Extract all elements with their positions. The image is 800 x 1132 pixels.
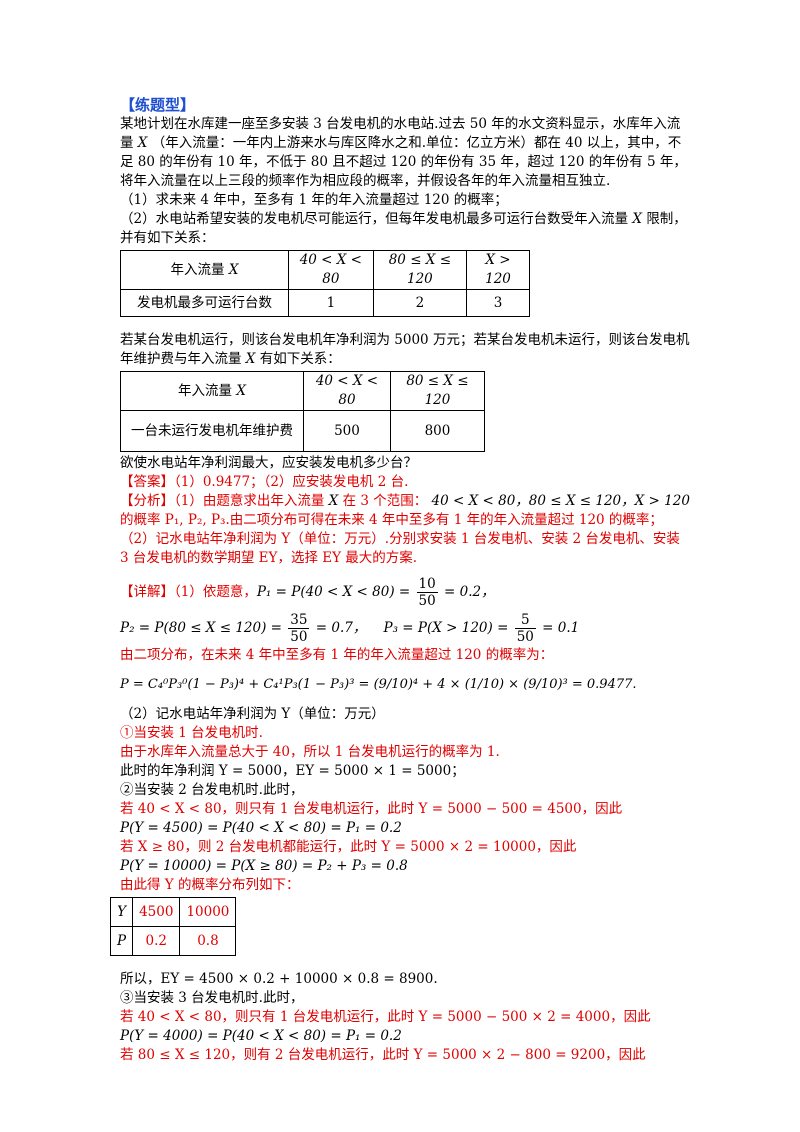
analysis-line-3: （2）记水电站年净利润为 Y（单位：万元）.分别求安装 1 台发电机、安装 2 …: [120, 531, 680, 566]
case-2-line-1: 若 40 < X < 80，则只有 1 台发电机运行，此时 Y = 5000 −…: [120, 801, 623, 817]
analysis-line-2: 的概率 P₁, P₂, P₃.由二项分布可得在未来 4 年中至多有 1 年的年入…: [120, 512, 663, 528]
var-x: X: [236, 382, 246, 399]
case-1-line-1: 由于水库年入流量总大于 40，所以 1 台发电机运行的概率为 1.: [120, 744, 500, 760]
fraction-denominator: 50: [516, 629, 534, 645]
p3-expression: P₃ = P(X > 120) =: [383, 620, 509, 636]
analysis-text: （1）由题意求出年入流量: [174, 493, 325, 509]
problem-intro-text: 某地计划在水库建一座至多安装 3 台发电机的水电站.过去 50 年的水文资料显示…: [120, 116, 681, 151]
count-cell: 1: [288, 289, 374, 317]
var-x: X: [245, 351, 256, 367]
final-question: 欲使水电站年净利润最大，应安装发电机多少台？: [120, 455, 417, 471]
problem-intro-text-2: （年入流量：一年内上游来水与库区降水之和.单位：亿立方米）都在 40 以上，其中…: [120, 135, 687, 189]
p2-expression: P₂ = P(80 ≤ X ≤ 120) =: [120, 620, 282, 636]
analysis-label: 【分析】: [120, 493, 174, 509]
case-1-title: ①当安装 1 台发电机时.: [120, 725, 263, 741]
var-x: X: [328, 493, 339, 509]
table-label: 发电机最多可运行台数: [120, 289, 289, 317]
profit-condition: 若某台发电机运行，则该台发电机年净利润为 5000 万元；若某台发电机未运行，则…: [120, 331, 690, 369]
question-2-text: （2）水电站希望安装的发电机尽可能运行，但每年发电机最多可运行台数受年入流量: [120, 211, 629, 227]
profit-condition-text: 若某台发电机运行，则该台发电机年净利润为 5000 万元；若某台发电机未运行，则…: [120, 332, 690, 367]
answer-line: 【答案】（1）0.9477；（2）应安装发电机 2 台.: [120, 473, 690, 492]
p3-value: = 0.1: [542, 620, 580, 636]
case-3-title: ③当安装 3 台发电机时.此时，: [120, 990, 304, 1006]
case-3-line-1: 若 40 < X < 80，则只有 1 台发电机运行，此时 Y = 5000 −…: [120, 1009, 651, 1025]
case-3-line-3: 若 80 ≤ X ≤ 120，则有 2 台发电机运行，此时 Y = 5000 ×…: [120, 1047, 646, 1063]
range-cell: 40 < X < 80: [288, 250, 374, 290]
distribution-intro: 由此得 Y 的概率分布列如下：: [120, 877, 300, 893]
fraction-numerator: 10: [416, 576, 438, 593]
answer-label: 【答案】: [120, 474, 174, 490]
var-x: X: [137, 135, 148, 151]
binomial-statement: 由二项分布，在未来 4 年中至多有 1 年的年入流量超过 120 的概率为：: [120, 647, 554, 663]
analysis-text-2: 在 3 个范围：: [342, 493, 428, 509]
count-cell: 3: [466, 289, 530, 317]
fee-cell: 500: [303, 410, 391, 452]
range-cell: 80 ≤ X ≤ 120: [372, 250, 468, 290]
document-page: 【练题型】 某地计划在水库建一座至多安装 3 台发电机的水电站.过去 50 年的…: [109, 96, 690, 1065]
binomial-formula: P = C₄⁰P₃⁰(1 − P₃)⁴ + C₄¹P₃(1 − P₃)³ = (…: [120, 677, 637, 692]
generator-count-table: 年入流量 X 40 < X < 80 80 ≤ X ≤ 120 X > 120 …: [120, 250, 530, 317]
table-header-cell: 年入流量 X: [120, 371, 304, 411]
value-cell: 4500: [132, 897, 181, 927]
prob-cell: 0.8: [179, 926, 237, 956]
table-label: 一台未运行发电机年维护费: [120, 410, 304, 452]
case-2-line-3: 若 X ≥ 80，则 2 台发电机都能运行，此时 Y = 5000 × 2 = …: [120, 839, 577, 855]
p1-expression: P₁ = P(40 < X < 80) =: [256, 584, 411, 600]
table-header-cell: 年入流量 X: [120, 250, 289, 290]
case-2-line-2: P(Y = 4500) = P(40 < X < 80) = P₁ = 0.2: [120, 820, 402, 836]
value-cell: 10000: [179, 897, 237, 927]
case-3-line-2: P(Y = 4000) = P(40 < X < 80) = P₁ = 0.2: [120, 1028, 402, 1044]
range-expression: 40 < X < 80，80 ≤ X ≤ 120，X > 120: [431, 493, 690, 509]
case-2-line-4: P(Y = 10000) = P(X ≥ 80) = P₂ + P₃ = 0.8: [120, 858, 408, 874]
table-header-cell: Y: [109, 897, 134, 927]
distribution-table: Y 4500 10000 P 0.2 0.8: [109, 897, 237, 956]
range-cell: X > 120: [466, 250, 530, 290]
var-x: X: [228, 261, 239, 278]
p2-value: = 0.7，: [315, 620, 367, 636]
profit-condition-text-2: 有如下关系：: [259, 351, 341, 367]
problem-intro: 某地计划在水库建一座至多安装 3 台发电机的水电站.过去 50 年的水文资料显示…: [120, 115, 690, 191]
part-2-intro: （2）记水电站年净利润为 Y（单位：万元）: [120, 706, 385, 722]
fraction-numerator: 5: [514, 612, 536, 629]
question-2-text-2: 限制，并有如下关系：: [120, 211, 687, 246]
var-x: X: [632, 211, 643, 227]
detail-label: 【详解】: [120, 584, 174, 600]
count-cell: 2: [372, 289, 468, 317]
fraction-denominator: 50: [290, 629, 308, 645]
table-header-cell: P: [109, 926, 134, 956]
question-2: （2）水电站希望安装的发电机尽可能运行，但每年发电机最多可运行台数受年入流量 X…: [120, 210, 690, 248]
fraction-denominator: 50: [418, 593, 436, 609]
answer-text: （1）0.9477；（2）应安装发电机 2 台.: [174, 474, 409, 490]
case-2-expectation: 所以，EY = 4500 × 0.2 + 10000 × 0.8 = 8900.: [120, 971, 438, 987]
question-1: （1）求未来 4 年中，至多有 1 年的年入流量超过 120 的概率；: [120, 192, 508, 208]
analysis-line-1: 【分析】（1）由题意求出年入流量 X 在 3 个范围： 40 < X < 80，…: [120, 492, 690, 511]
detail-text: （1）依题意，: [174, 584, 257, 600]
p1-value: = 0.2，: [444, 584, 495, 600]
fraction-numerator: 35: [288, 612, 310, 629]
case-1-line-2: 此时的年净利润 Y = 5000，EY = 5000 × 1 = 5000；: [120, 763, 465, 779]
fee-cell: 800: [389, 410, 486, 452]
section-heading: 【练题型】: [120, 96, 196, 114]
table-label: 年入流量: [170, 261, 225, 278]
case-2-title: ②当安装 2 台发电机时.此时，: [120, 782, 304, 798]
range-cell: 40 < X < 80: [303, 371, 391, 411]
prob-cell: 0.2: [132, 926, 181, 956]
range-cell: 80 ≤ X ≤ 120: [389, 371, 486, 411]
maintenance-fee-table: 年入流量 X 40 < X < 80 80 ≤ X ≤ 120 一台未运行发电机…: [120, 371, 486, 452]
table-label: 年入流量: [178, 382, 233, 399]
